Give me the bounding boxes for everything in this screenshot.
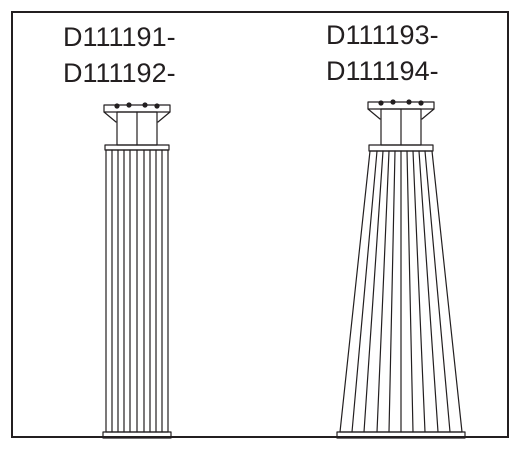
column-shaft bbox=[339, 150, 463, 433]
right-code-1: D111193- bbox=[326, 20, 439, 50]
left-code-1: D111191- bbox=[63, 22, 176, 52]
column-neck bbox=[380, 108, 422, 146]
column-shaft bbox=[105, 149, 169, 433]
column-cap bbox=[368, 144, 434, 152]
right-code-2: D111194- bbox=[326, 56, 439, 86]
figure-frame bbox=[11, 11, 509, 438]
straight-column-pedestal bbox=[102, 102, 172, 439]
mounting-plate bbox=[367, 99, 435, 120]
column-base bbox=[336, 431, 466, 439]
left-code-2: D111192- bbox=[63, 58, 176, 88]
column-cap bbox=[104, 144, 170, 151]
column-base bbox=[102, 431, 172, 439]
tapered-column-pedestal bbox=[336, 99, 466, 439]
mounting-plate bbox=[103, 102, 171, 123]
column-neck bbox=[116, 111, 158, 146]
